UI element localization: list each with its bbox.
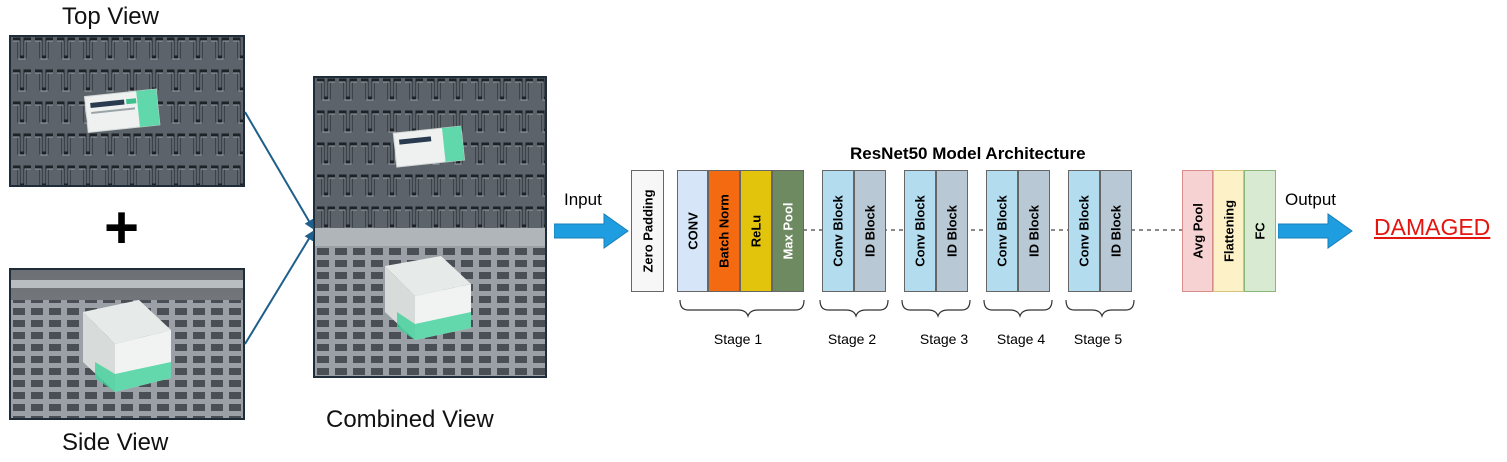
stage4-brace <box>983 299 1053 318</box>
stage3-brace <box>901 299 971 318</box>
fc-layer: FC <box>1244 170 1276 292</box>
stage4-label: Stage 4 <box>996 331 1046 347</box>
damaged-result: DAMAGED <box>1374 214 1491 240</box>
stage2-brace <box>819 299 889 318</box>
zero-padding-block: Zero Padding <box>631 170 664 292</box>
top-view-image <box>9 35 245 187</box>
side-view-image <box>9 268 245 420</box>
stage1-label: Stage 1 <box>713 331 763 347</box>
stage3-id-block: ID Block <box>936 170 968 292</box>
batch-norm-layer: Batch Norm <box>708 170 740 292</box>
combined-view-image <box>313 76 547 378</box>
stage2-id-block: ID Block <box>854 170 886 292</box>
avg-pool-layer: Avg Pool <box>1182 170 1213 292</box>
side-view-arrow <box>244 230 315 345</box>
stage5-brace <box>1065 299 1135 318</box>
stage3-label: Stage 3 <box>919 331 969 347</box>
stage3-conv-block: Conv Block <box>904 170 936 292</box>
combined-view-caption: Combined View <box>326 406 494 433</box>
stage5-id-block: ID Block <box>1100 170 1132 292</box>
max-pool-layer: Max Pool <box>772 170 804 292</box>
stage2-conv-block: Conv Block <box>822 170 854 292</box>
conv-block-layer: CONV <box>677 170 708 292</box>
stage2-label: Stage 2 <box>827 331 877 347</box>
stage4-id-block: ID Block <box>1018 170 1050 292</box>
top-view-arrow <box>244 111 315 230</box>
output-arrow <box>1278 213 1353 249</box>
stage4-conv-block: Conv Block <box>986 170 1018 292</box>
diagram-title: ResNet50 Model Architecture <box>850 144 1086 163</box>
output-label: Output <box>1285 190 1337 209</box>
stage1-brace <box>679 299 805 318</box>
plus-sign: + <box>104 194 140 261</box>
top-view-caption: Top View <box>62 3 159 30</box>
input-label: Input <box>564 190 602 209</box>
relu-layer: ReLu <box>740 170 772 292</box>
input-arrow <box>554 213 629 249</box>
stage5-conv-block: Conv Block <box>1068 170 1100 292</box>
flattening-layer: Flattening <box>1213 170 1244 292</box>
stage5-label: Stage 5 <box>1073 331 1123 347</box>
side-view-caption: Side View <box>62 429 169 456</box>
